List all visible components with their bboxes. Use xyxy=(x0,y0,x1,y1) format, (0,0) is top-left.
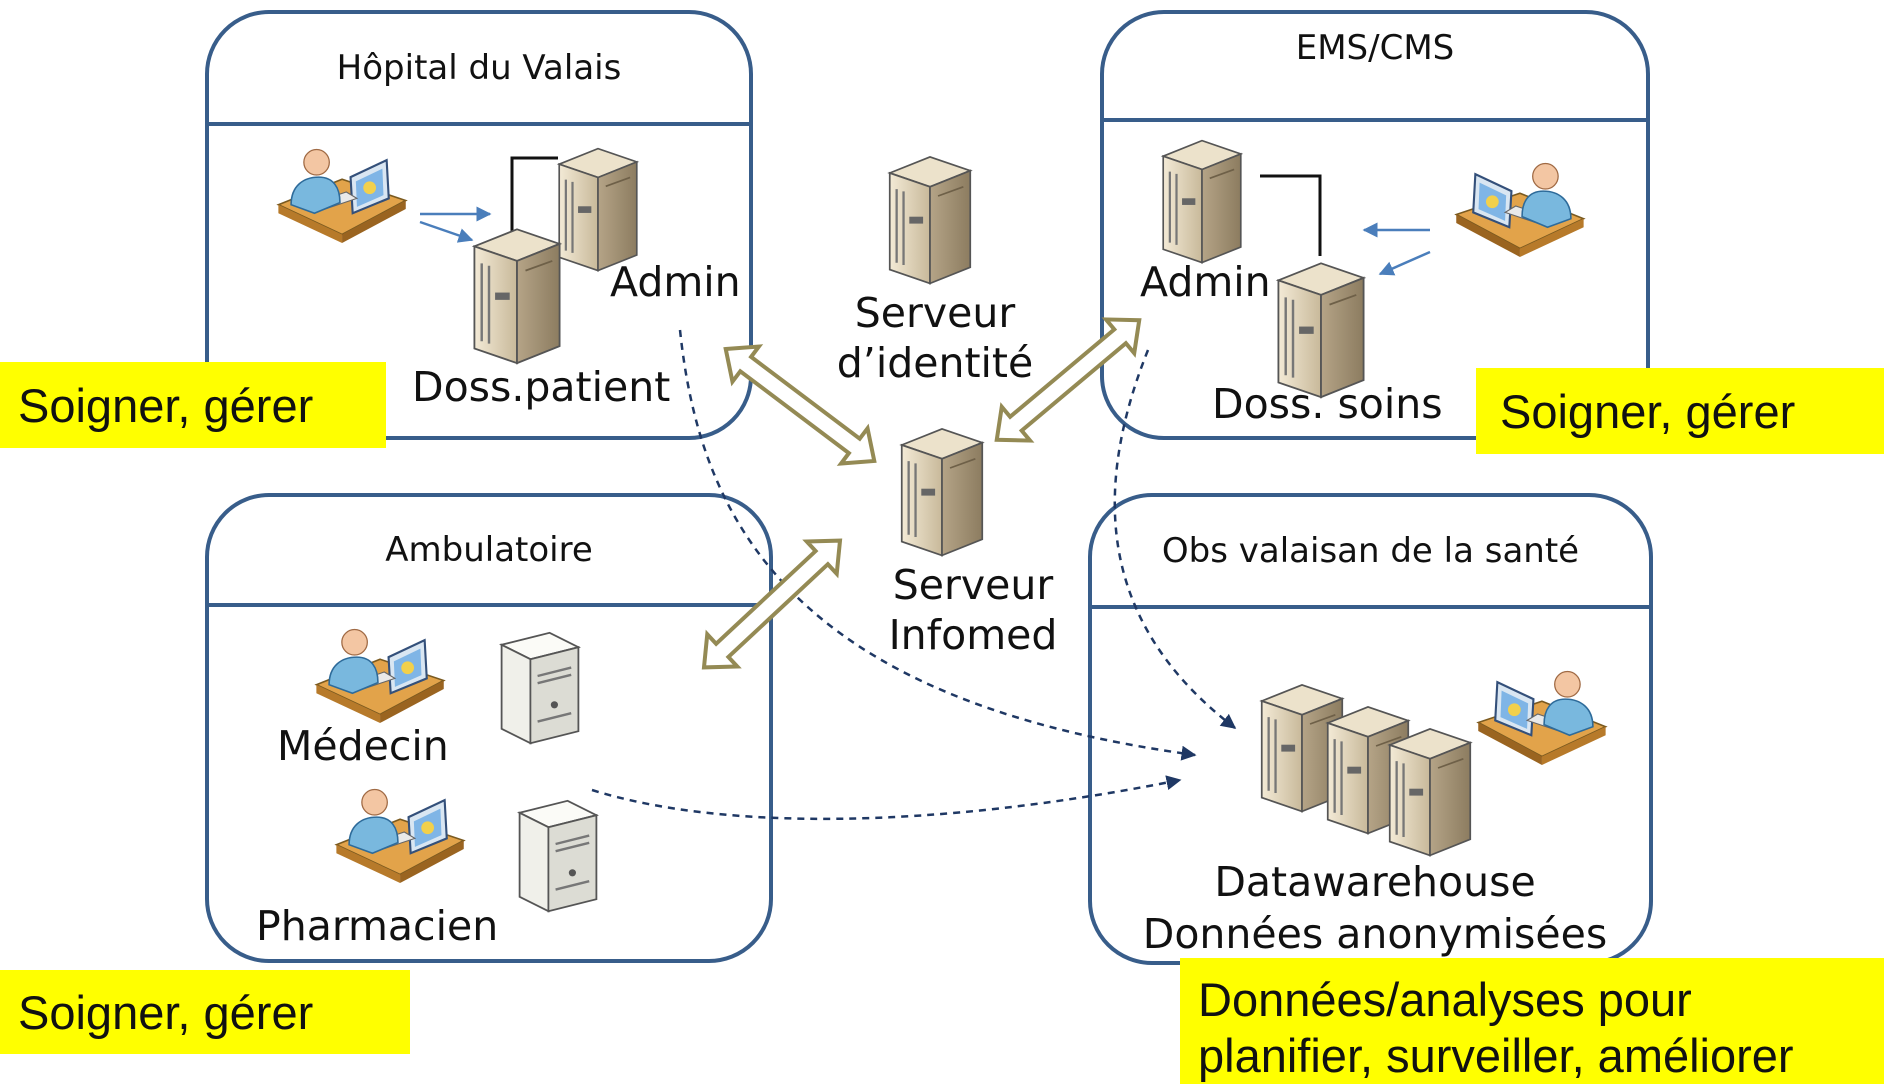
identity-server-label-line1: Serveur xyxy=(854,289,1016,337)
hopital-title: Hôpital du Valais xyxy=(209,14,749,126)
datawarehouse-label-line1: Datawarehouse xyxy=(1214,858,1536,906)
note-obs-line2: planifier, surveiller, améliorer xyxy=(1198,1029,1794,1082)
identity-server-icon xyxy=(878,150,982,288)
datawarehouse-label: Datawarehouse Données anonymisées xyxy=(1120,856,1630,960)
dashed-flow-ambulatoire xyxy=(591,775,1182,821)
infomed-server-label-line2: Infomed xyxy=(888,611,1058,659)
note-obs-line1: Données/analyses pour xyxy=(1198,973,1692,1026)
server-tower-icon xyxy=(1378,722,1482,860)
obs-title: Obs valaisan de la santé xyxy=(1092,497,1649,609)
user-workstation-icon xyxy=(272,138,410,246)
pharmacien-label: Pharmacien xyxy=(256,902,499,950)
pc-tower-icon xyxy=(492,628,588,748)
hopital-blue-arrow-2 xyxy=(419,220,474,243)
user-workstation-icon xyxy=(310,618,448,726)
ems-admin-label: Admin xyxy=(1140,258,1271,306)
hopital-doss-label: Doss.patient xyxy=(412,363,671,411)
medecin-label: Médecin xyxy=(277,722,449,770)
identity-server-label: Serveur d’identité xyxy=(820,288,1050,388)
note-ems: Soigner, gérer xyxy=(1476,368,1884,454)
identity-server-label-line2: d’identité xyxy=(836,339,1034,387)
user-workstation-icon xyxy=(1452,152,1590,260)
datawarehouse-label-line2: Données anonymisées xyxy=(1142,910,1608,958)
ambulatoire-title: Ambulatoire xyxy=(209,497,769,607)
note-ambulatoire: Soigner, gérer xyxy=(0,970,410,1054)
server-tower-icon xyxy=(462,222,572,368)
ems-title: EMS/CMS xyxy=(1104,14,1646,122)
ems-doss-label: Doss. soins xyxy=(1212,380,1443,428)
hopital-admin-label: Admin xyxy=(610,258,741,306)
ambulatoire-box: Ambulatoire xyxy=(205,493,773,963)
infomed-server-label: Serveur Infomed xyxy=(858,560,1088,660)
note-obs: Données/analyses pour planifier, surveil… xyxy=(1180,958,1884,1084)
double-arrow-hopital xyxy=(723,344,877,466)
infomed-server-label-line1: Serveur xyxy=(892,561,1054,609)
double-arrow-ambulatoire xyxy=(701,538,843,670)
user-workstation-icon xyxy=(1474,660,1612,768)
server-tower-icon xyxy=(1152,134,1252,267)
infomed-server-icon xyxy=(890,422,994,560)
dashed-flow-ems xyxy=(1113,349,1237,729)
pc-tower-icon xyxy=(510,796,606,916)
double-arrow-ems xyxy=(994,317,1142,443)
ems-blue-arrow-2 xyxy=(1378,250,1431,276)
ems-server-connector xyxy=(1260,174,1322,256)
note-hopital: Soigner, gérer xyxy=(0,362,386,448)
user-workstation-icon xyxy=(330,778,468,886)
hopital-server-connector xyxy=(510,156,558,232)
